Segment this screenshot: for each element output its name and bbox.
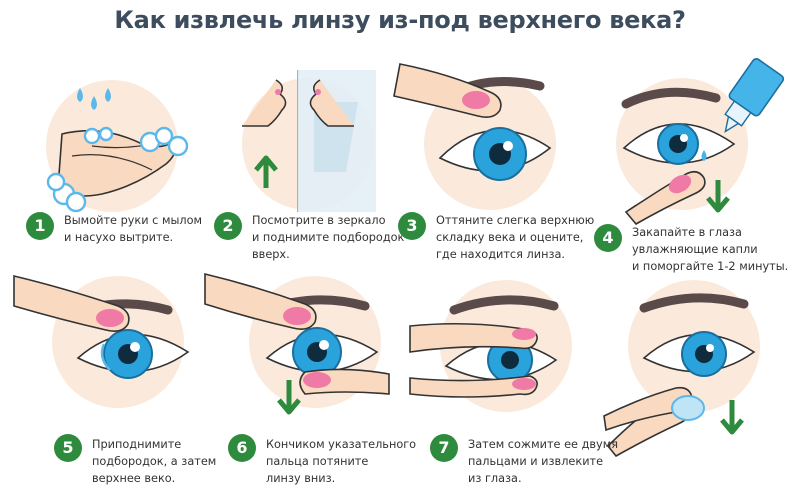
step-4-illustration bbox=[616, 58, 785, 226]
soap-bubbles-icon bbox=[46, 126, 189, 213]
contact-lens-icon bbox=[671, 395, 705, 421]
step-1-illustration bbox=[46, 80, 189, 213]
arrow-down-icon bbox=[277, 380, 301, 415]
step-2-number: 2 bbox=[214, 212, 242, 240]
step-4-caption: Закапайте в глаза увлажняющие капли и по… bbox=[632, 226, 789, 273]
step-5-number: 5 bbox=[54, 434, 82, 462]
step-final-illustration bbox=[603, 280, 760, 458]
step-1-caption: Вымойте руки с мылом и насухо вытрите. bbox=[64, 214, 203, 244]
step-7-caption: Затем сожмите ее двумя пальцами и извлек… bbox=[468, 438, 619, 485]
step-3-number: 3 bbox=[398, 212, 426, 240]
step-7-number: 7 bbox=[430, 434, 458, 462]
step-6-caption: Кончиком указательного пальца потяните л… bbox=[266, 438, 417, 485]
step-2-caption: Посмотрите в зеркало и поднимите подборо… bbox=[252, 214, 405, 261]
step-4-number: 4 bbox=[594, 224, 622, 252]
arrow-down-icon bbox=[720, 400, 744, 435]
dropper-bottle-icon bbox=[724, 58, 785, 133]
finger-icon bbox=[393, 63, 502, 118]
step-2-illustration bbox=[242, 70, 376, 212]
step-5-caption: Приподнимите подбородок, а затем верхнее… bbox=[92, 438, 217, 485]
step-5-illustration bbox=[13, 274, 190, 408]
step-3-caption: Оттяните слегка верхнюю складку века и о… bbox=[436, 214, 595, 261]
step-1-number: 1 bbox=[26, 212, 54, 240]
step-3-illustration bbox=[393, 63, 556, 210]
arrow-down-icon bbox=[706, 180, 730, 213]
step-6-illustration bbox=[204, 272, 390, 415]
water-drops-icon bbox=[77, 88, 111, 110]
page-title: Как извлечь линзу из-под верхнего века? bbox=[114, 6, 686, 34]
arrow-up-icon bbox=[254, 155, 278, 188]
step-7-illustration bbox=[409, 280, 572, 412]
step-6-number: 6 bbox=[228, 434, 256, 462]
